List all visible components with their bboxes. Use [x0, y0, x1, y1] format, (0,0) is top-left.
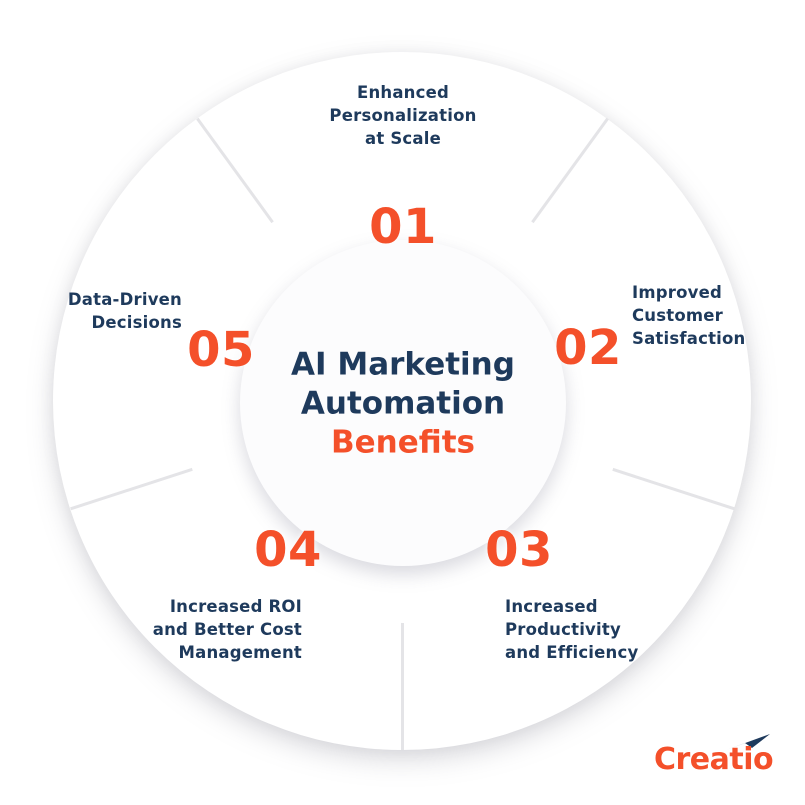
segment-label-improved-customer-satisfaction: Improved Customer Satisfaction	[632, 283, 746, 348]
segment-label-enhanced-personalization: Enhanced Personalization at Scale	[329, 83, 477, 148]
title-line-1: AI Marketing	[291, 346, 515, 383]
segment-label-data-driven-decisions: Data-Driven Decisions	[67, 290, 182, 332]
step-number-03: 03	[485, 522, 553, 578]
step-number-02: 02	[554, 320, 622, 376]
center-title: AI Marketing Automation Benefits	[253, 346, 553, 463]
title-subtitle: Benefits	[331, 424, 475, 461]
creatio-logo: Creatio	[654, 734, 794, 784]
title-line-2: Automation	[300, 385, 506, 422]
segment-label-increased-roi: Increased ROI and Better Cost Management	[152, 597, 302, 662]
creatio-arrow-icon	[726, 734, 770, 750]
center-disc	[240, 240, 566, 566]
step-number-05: 05	[187, 322, 255, 378]
step-number-04: 04	[254, 522, 322, 578]
divider-line	[400, 622, 404, 750]
segment-label-increased-productivity: Increased Productivity and Efficiency	[505, 597, 639, 662]
step-number-01: 01	[369, 199, 437, 255]
creatio-logo-text: Creatio	[654, 742, 774, 777]
